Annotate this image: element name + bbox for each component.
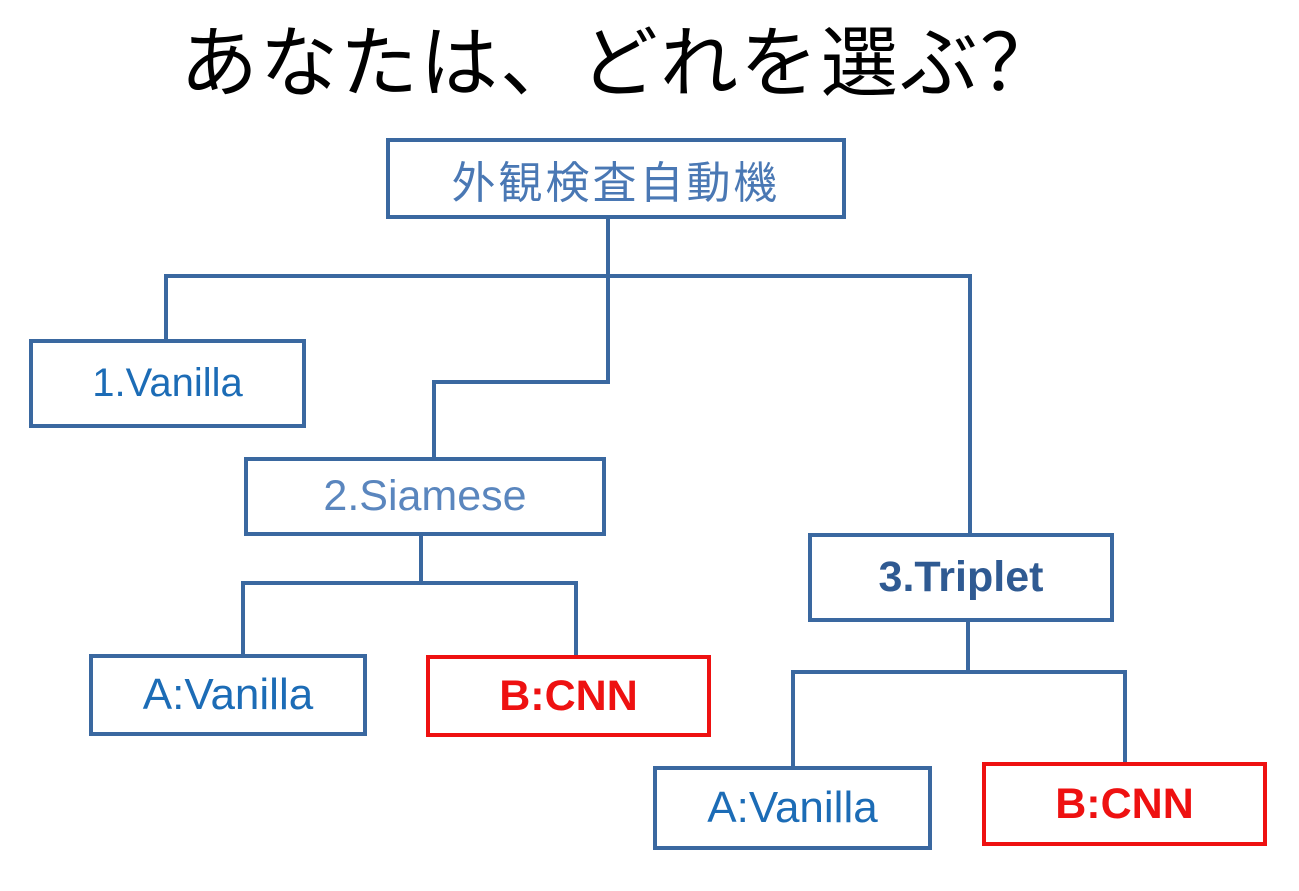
root-node-label: 外観検査自動機 — [451, 157, 781, 209]
vanilla-node-label: 1.Vanilla — [92, 361, 243, 405]
triplet-node: 3.Triplet — [808, 533, 1114, 622]
vanilla-node: 1.Vanilla — [29, 339, 306, 428]
siamese-node-label: 2.Siamese — [323, 472, 527, 520]
siamese-vanilla-node: A:Vanilla — [89, 654, 367, 736]
root-node: 外観検査自動機 — [386, 138, 846, 219]
triplet-vanilla-label: A:Vanilla — [707, 783, 878, 832]
connector-to-siamese — [432, 274, 610, 459]
triplet-cnn-node: B:CNN — [982, 762, 1267, 846]
siamese-vanilla-label: A:Vanilla — [142, 670, 314, 719]
triplet-node-label: 3.Triplet — [878, 553, 1044, 601]
siamese-cnn-label: B:CNN — [499, 671, 638, 720]
triplet-vanilla-node: A:Vanilla — [653, 766, 932, 850]
triplet-cnn-label: B:CNN — [1055, 779, 1194, 828]
page-title: あなたは、どれを選ぶ？ — [179, 19, 1060, 109]
siamese-node: 2.Siamese — [244, 457, 606, 536]
siamese-cnn-node: B:CNN — [426, 655, 711, 737]
